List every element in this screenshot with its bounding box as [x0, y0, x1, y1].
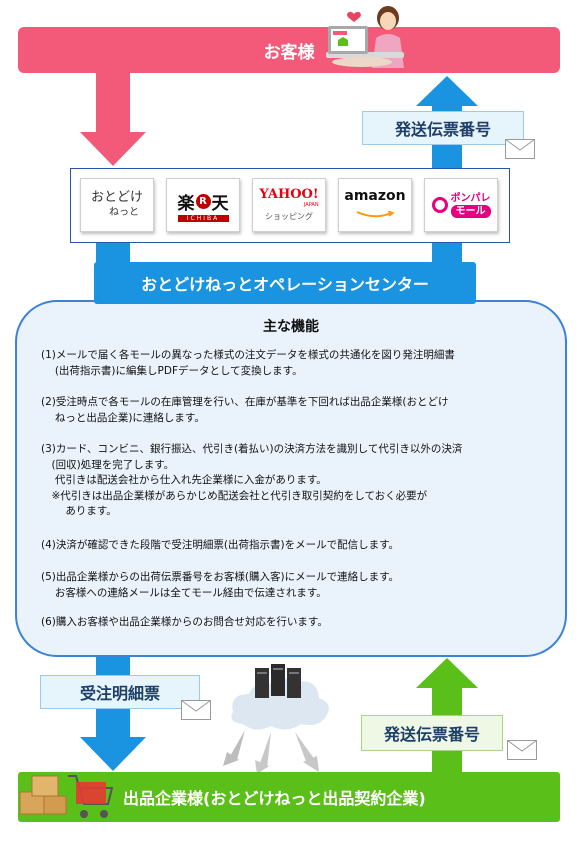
feature-item: (2)受注時点で各モールの在庫管理を行い、在庫が基準を下回れば出品企業様(おとど…: [41, 395, 551, 426]
mall-logos-panel: おとどけ ねっと 楽 R 天 ICHIBA YAHOO! JAPAN ショッピン…: [70, 168, 510, 243]
feature-item: (4)決済が確認できた段階で受注明細票(出荷指示書)をメールで配信します。: [41, 538, 551, 554]
feature-3-line-4: ※代引きは出品企業様があらかじめ配送会社と代引き取引契約をしておく必要が: [41, 489, 428, 502]
feature-3-line-3: 代引きは配送会社から仕入れ先企業様に入金があります。: [41, 474, 327, 486]
tag-shipping-slip-top-label: 発送伝票番号: [394, 120, 491, 139]
feature-item: (1)メールで届く各モールの異なった様式の注文データを様式の共通化を図り発注明細…: [41, 348, 551, 379]
tag-shipping-slip-top: 発送伝票番号: [362, 111, 524, 145]
feature-3-line-5: あります。: [41, 505, 117, 517]
yahoo-logo-sub: JAPAN: [303, 201, 319, 208]
tag-shipping-slip-bottom: 発送伝票番号: [361, 715, 503, 751]
feature-item: (3)カード、コンビニ、銀行振込、代引き(着払い)の決済方法を識別して代引き以外…: [41, 442, 551, 520]
feature-3-line-1: (3)カード、コンビニ、銀行振込、代引き(着払い)の決済方法を識別して代引き以外…: [41, 443, 463, 455]
feature-4-line-1: (4)決済が確認できた段階で受注明細票(出荷指示書)をメールで配信します。: [41, 539, 400, 551]
shipping-boxes-cart-icon: [19, 775, 114, 818]
main-features-box: 主な機能 (1)メールで届く各モールの異なった様式の注文データを様式の共通化を図…: [15, 300, 567, 657]
feature-3-line-2: (回収)処理を完了します。: [41, 458, 175, 471]
feature-item: (6)購入お客様や出品企業様からのお問合せ対応を行います。: [41, 615, 551, 631]
amazon-logo: amazon: [338, 178, 412, 232]
yahoo-logo-shopping: ショッピング: [265, 211, 313, 221]
rakuten-logo-mark: R: [195, 193, 211, 209]
customer-illustration-icon: [326, 6, 404, 68]
feature-5-line-1: (5)出品企業様からの出荷伝票番号をお客様(購入客)にメールで連絡します。: [41, 571, 400, 583]
feature-6-line-1: (6)購入お客様や出品企業様からのお問合せ対応を行います。: [41, 616, 328, 628]
customer-label: お客様: [263, 42, 315, 63]
rakuten-logo-char2: 天: [211, 193, 229, 214]
blue-connector-left: [96, 242, 130, 264]
feature-1-line-1: (1)メールで届く各モールの異なった様式の注文データを様式の共通化を図り発注明細…: [41, 349, 455, 361]
tag-order-detail: 受注明細票: [40, 675, 200, 709]
feature-1-line-2: (出荷指示書)に編集しPDFデータとして変換します。: [41, 364, 303, 377]
company-label: 出品企業様(おとどけねっと出品契約企業): [123, 789, 426, 808]
amazon-smile-icon: [356, 209, 395, 217]
tag-shipping-slip-bottom-label: 発送伝票番号: [383, 725, 480, 744]
tag-order-detail-label: 受注明細票: [79, 684, 160, 703]
ponpare-mark-icon: [431, 197, 448, 213]
operation-center-label: おとどけねっとオペレーションセンター: [141, 275, 429, 294]
ponpare-logo-line1: ポンパレ: [450, 193, 491, 204]
blue-down-arrow-bottom: [80, 655, 146, 771]
feature-item: (5)出品企業様からの出荷伝票番号をお客様(購入客)にメールで連絡します。 お客…: [41, 570, 551, 601]
mail-icon: [507, 740, 537, 760]
operation-center-bar: おとどけねっとオペレーションセンター: [94, 262, 476, 304]
server-rack-icon: [255, 664, 301, 698]
ponpare-mall-logo: ポンパレ モール: [424, 178, 498, 232]
feature-5-line-2: お客様への連絡メールは全てモール経由で伝達されます。: [41, 586, 327, 599]
yahoo-logo-text: YAHOO!: [259, 186, 319, 202]
feature-2-line-2: ねっと出品企業)に連絡します。: [41, 411, 205, 424]
otodoke-logo-line1: おとどけ: [90, 190, 143, 205]
otodoke-net-logo: おとどけ ねっと: [80, 178, 154, 232]
company-bar: 出品企業様(おとどけねっと出品契約企業): [18, 772, 560, 822]
mail-icon: [505, 139, 535, 159]
feature-2-line-1: (2)受注時点で各モールの在庫管理を行い、在庫が基準を下回れば出品企業様(おとど…: [41, 396, 449, 408]
otodoke-logo-line2: ねっと: [108, 207, 139, 218]
amazon-logo-text: amazon: [344, 187, 406, 204]
ponpare-logo-line2: モール: [450, 205, 491, 218]
yahoo-shopping-logo: YAHOO! JAPAN ショッピング: [252, 178, 326, 232]
rakuten-logo: 楽 R 天 ICHIBA: [166, 178, 240, 232]
pink-down-arrow: [80, 72, 146, 166]
features-title: 主な機能: [263, 319, 319, 335]
mail-icon: [181, 700, 211, 720]
rakuten-logo-sub: ICHIBA: [177, 214, 229, 222]
rakuten-logo-char1: 楽: [177, 193, 195, 214]
customer-bar: お客様: [18, 27, 560, 73]
cloud-servers-icon: [223, 664, 329, 774]
